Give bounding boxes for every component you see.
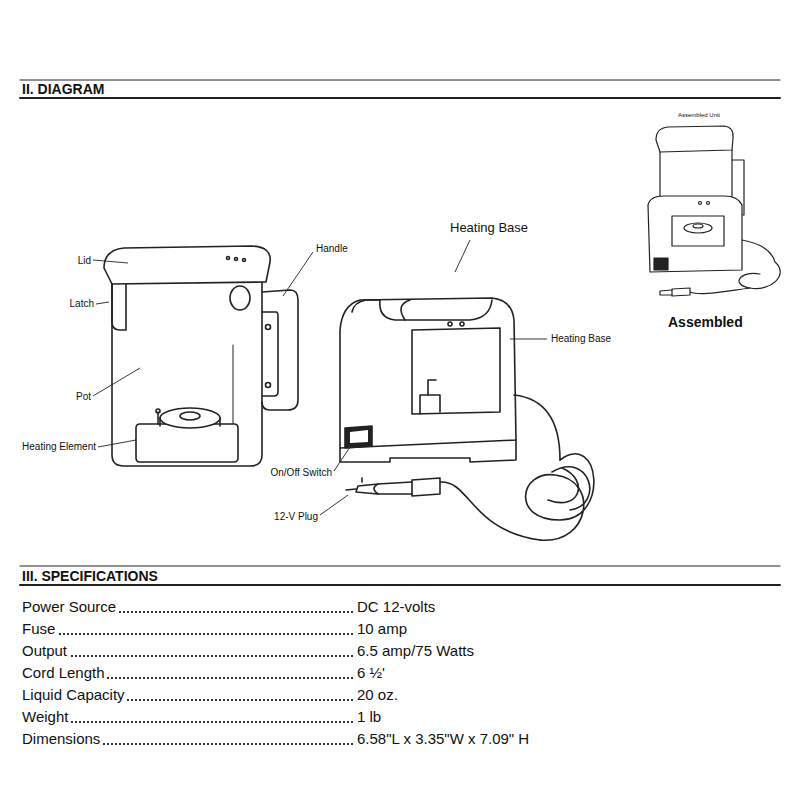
spec-name: Cord Length: [22, 664, 107, 681]
figure-caption: Assembled: [668, 315, 743, 330]
spec-row: Weight 1 lb: [22, 708, 582, 726]
spec-name: Liquid Capacity: [22, 686, 127, 703]
spec-row: Cord Length 6 ½': [22, 664, 582, 682]
spec-row: Output 6.5 amp/75 Watts: [22, 642, 582, 660]
section-heading: II. DIAGRAM: [22, 82, 104, 97]
figure-caption: Assembled Unit: [678, 112, 720, 119]
part-label: 12-V Plug: [274, 511, 318, 522]
section-heading: III. SPECIFICATIONS: [22, 569, 158, 584]
dot-leader: [22, 633, 353, 635]
part-label: Pot: [76, 391, 91, 402]
spec-row: Liquid Capacity 20 oz.: [22, 686, 582, 704]
part-label: Heating Base: [551, 333, 611, 344]
part-label: Handle: [316, 243, 348, 254]
spec-name: Output: [22, 642, 69, 659]
part-label: Heating Base: [450, 221, 528, 235]
spec-value: 20 oz.: [355, 686, 398, 703]
spec-name: Power Source: [22, 598, 118, 615]
spec-value: 1 lb: [355, 708, 381, 725]
spec-name: Weight: [22, 708, 70, 725]
dot-leader: [22, 655, 353, 657]
spec-value: 6.58"L x 3.35"W x 7.09" H: [355, 730, 529, 747]
spec-value: 6 ½': [355, 664, 385, 681]
part-label: Heating Element: [22, 441, 96, 452]
spec-row: Dimensions 6.58"L x 3.35"W x 7.09" H: [22, 730, 582, 748]
spec-value: 10 amp: [355, 620, 407, 637]
spec-name: Dimensions: [22, 730, 102, 747]
spec-value: DC 12-volts: [355, 598, 435, 615]
spec-row: Power Source DC 12-volts: [22, 598, 582, 616]
spec-name: Fuse: [22, 620, 57, 637]
part-label: Lid: [78, 255, 91, 266]
part-label: Latch: [70, 298, 94, 309]
dot-leader: [22, 721, 353, 723]
spec-value: 6.5 amp/75 Watts: [355, 642, 474, 659]
spec-row: Fuse 10 amp: [22, 620, 582, 638]
part-label: On/Off Switch: [270, 467, 332, 478]
